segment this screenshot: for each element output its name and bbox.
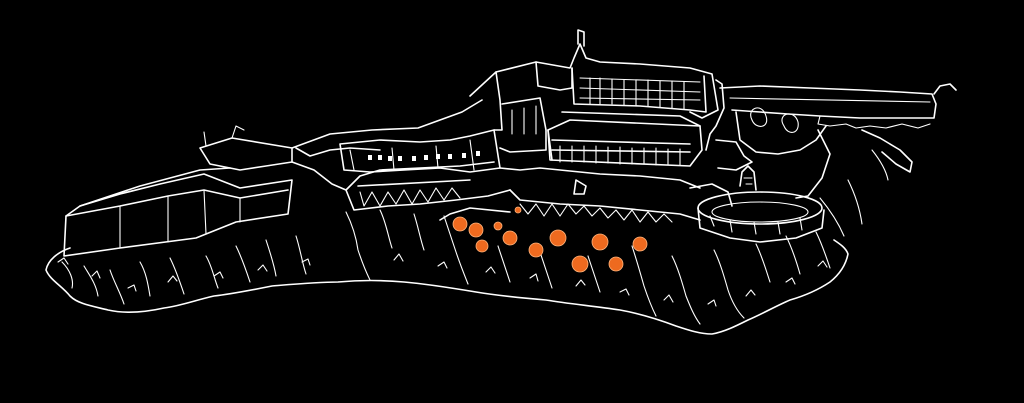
orange-highlight-2 [468,222,484,238]
orange-highlight-9 [608,256,624,272]
orange-highlight-5 [528,242,544,258]
orange-highlight-6 [549,229,567,247]
upper-buildings [469,29,725,167]
left-bastion [63,125,293,257]
orange-highlight-4 [502,230,518,246]
orange-highlight-12 [493,221,503,231]
arched-windows [368,151,480,161]
tower-terrace [697,165,825,243]
orange-highlight-3 [475,239,489,253]
orange-highlight-1 [452,216,468,232]
orange-highlight-10 [632,236,648,252]
orange-highlights [452,206,648,273]
lower-gallery [439,167,733,223]
right-wing [715,83,957,199]
orange-highlight-7 [591,233,609,251]
orange-highlight-11 [514,206,522,214]
orange-highlight-8 [571,255,589,273]
